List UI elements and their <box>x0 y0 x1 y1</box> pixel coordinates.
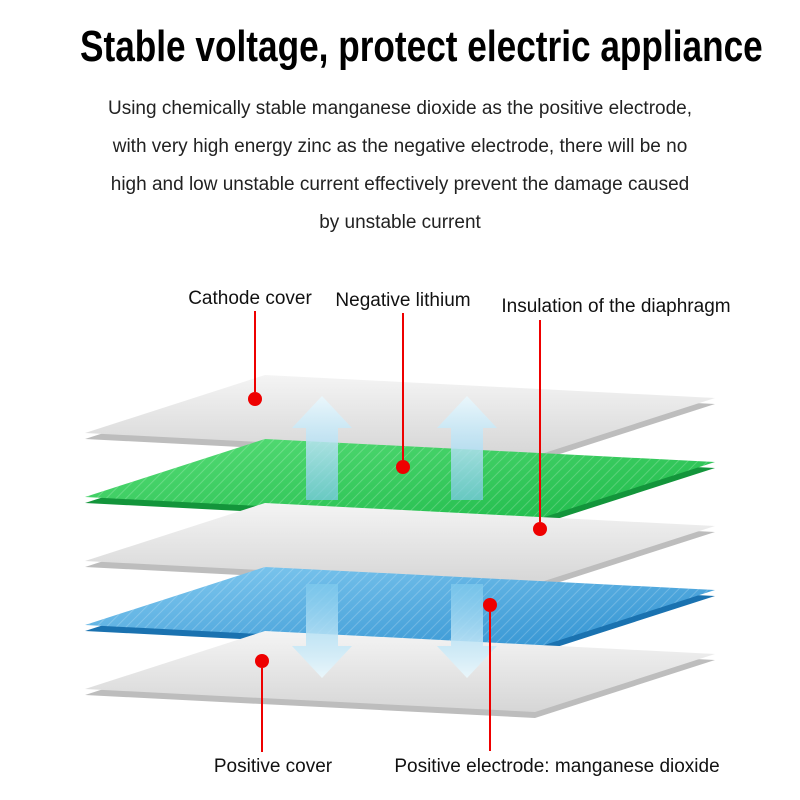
label-insulation: Insulation of the diaphragm <box>501 296 731 317</box>
layer-face <box>85 631 715 712</box>
label-negative-lithium: Negative lithium <box>335 290 471 311</box>
marker-dots <box>248 392 547 668</box>
label-cathode-cover: Cathode cover <box>188 288 312 309</box>
marker-dot-insulation <box>533 522 547 536</box>
marker-dot-positive-electrode <box>483 598 497 612</box>
description-line-2: with very high energy zinc as the negati… <box>112 136 688 157</box>
marker-dot-cathode-cover <box>248 392 262 406</box>
arrow-up-icon <box>437 396 497 500</box>
current-flow-arrows <box>292 396 497 678</box>
marker-dot-positive-cover <box>255 654 269 668</box>
layer-negative-lithium <box>85 439 715 526</box>
arrow-down-icon <box>292 584 352 678</box>
label-positive-cover: Positive cover <box>213 756 333 777</box>
leader-lines <box>254 311 541 752</box>
arrow-up-icon <box>292 396 352 500</box>
layer-texture <box>85 567 715 648</box>
headline: Stable voltage, protect electric applian… <box>80 22 763 71</box>
layer-face <box>85 375 715 456</box>
layer-cathode-cover <box>85 375 715 462</box>
label-positive-electrode: Positive electrode: manganese dioxide <box>394 756 720 777</box>
marker-dot-negative-lithium <box>396 460 410 474</box>
description-line-3: high and low unstable current effectivel… <box>110 174 690 195</box>
layer-positive-electrode <box>85 567 715 654</box>
layer-positive-cover <box>85 631 715 718</box>
layer-texture <box>85 439 715 520</box>
description-line-1: Using chemically stable manganese dioxid… <box>107 98 693 119</box>
layer-face <box>85 503 715 584</box>
arrow-down-icon <box>437 584 497 678</box>
layer-insulation-diaphragm <box>85 503 715 590</box>
description: Using chemically stable manganese dioxid… <box>0 90 800 242</box>
description-line-4: by unstable current <box>319 212 481 233</box>
